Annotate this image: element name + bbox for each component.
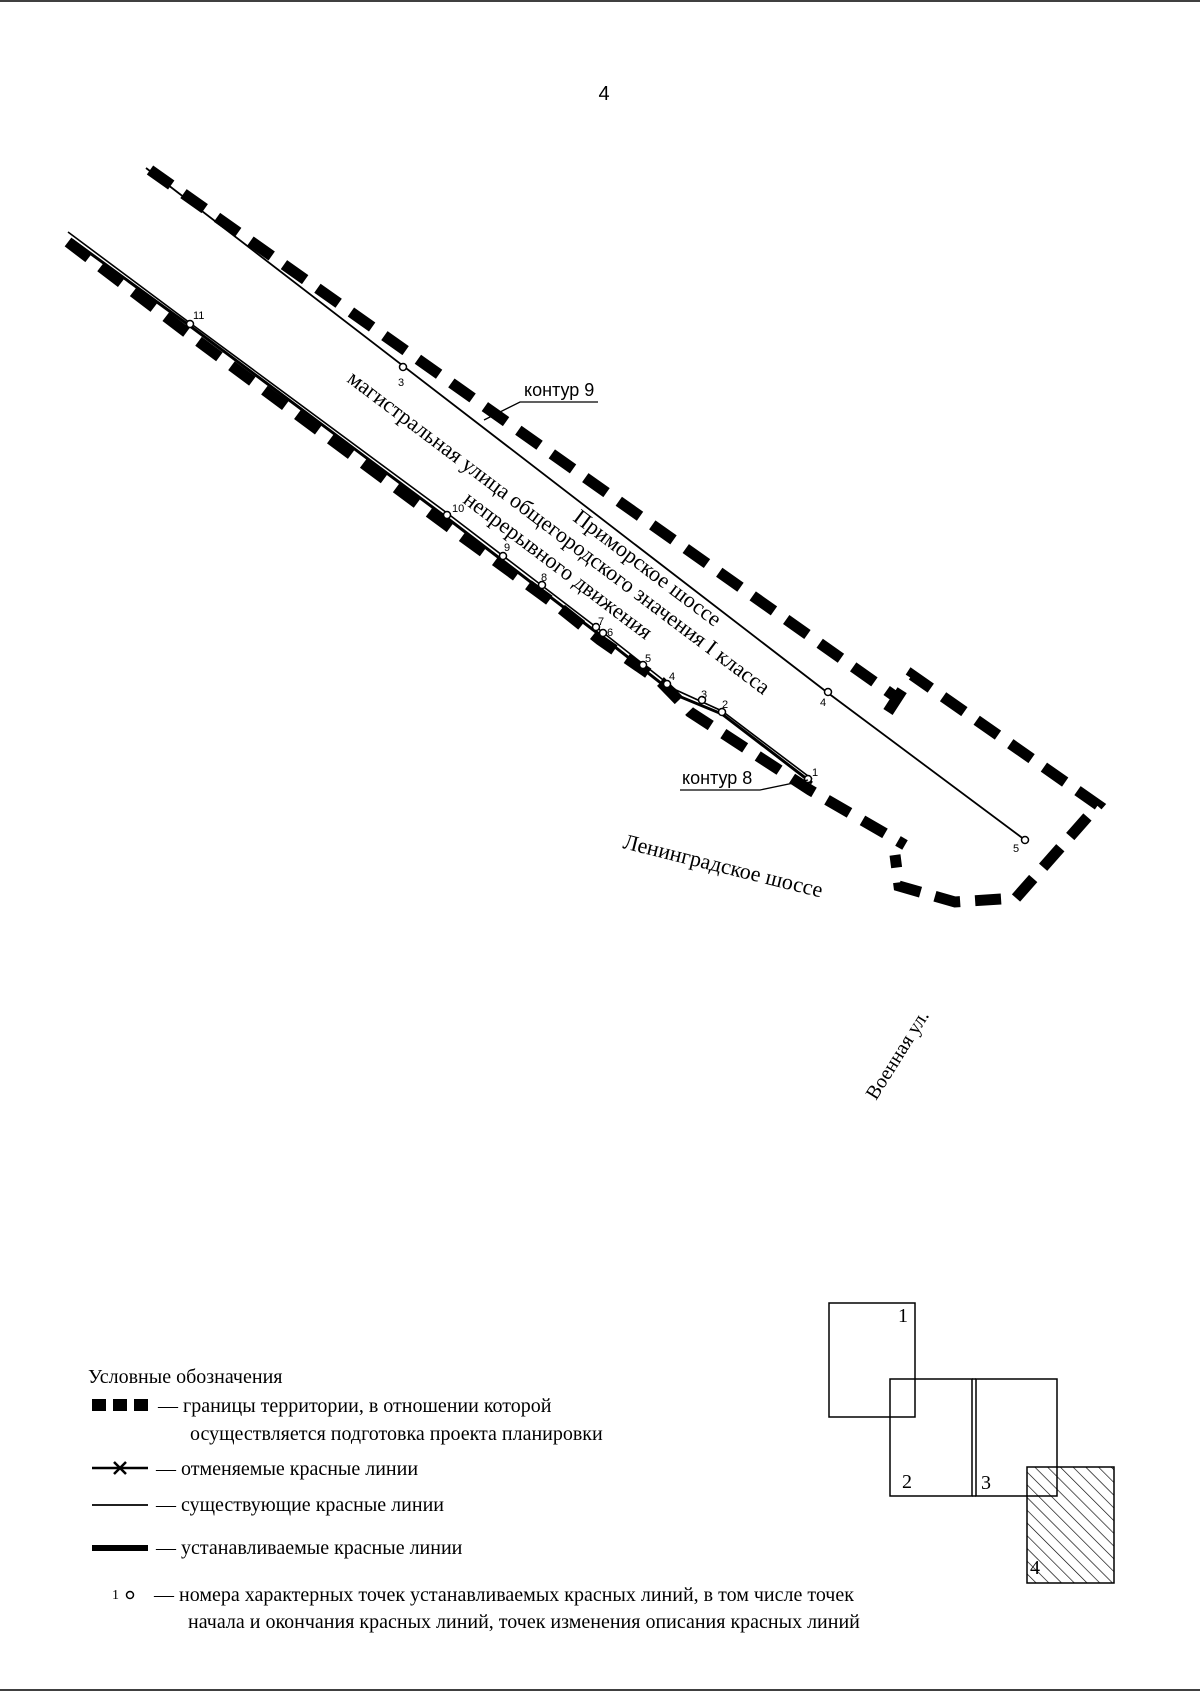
point-marker [1020, 835, 1030, 845]
legend-points-text-2: начала и окончания красных линий, точек … [188, 1611, 860, 1633]
contour-9-label: контур 9 [524, 380, 594, 400]
point-marker [717, 707, 727, 717]
point-label: 2 [722, 699, 728, 711]
point-label: 1 [812, 767, 818, 779]
point-marker [662, 679, 672, 689]
sheet-2-frame [889, 1378, 973, 1497]
point-label: 11 [193, 310, 204, 322]
point-marker [591, 622, 601, 632]
sheet-4-number: 4 [1030, 1557, 1040, 1579]
legend-boundary-symbol [113, 1399, 127, 1411]
point-marker [398, 362, 408, 372]
point-marker [442, 510, 452, 520]
street-label-leningradskoe: Ленинградское шоссе [621, 829, 826, 903]
contour-9-boundary [146, 165, 897, 700]
point-marker [803, 774, 813, 784]
legend-cancelled-text: — отменяемые красные линии [155, 1458, 418, 1480]
point-label: 5 [645, 653, 651, 665]
upper-line-points: 3 4 5 [398, 362, 1030, 855]
point-marker [697, 695, 707, 705]
sheet-1-frame [828, 1302, 916, 1418]
legend-cancelled-cross-icon [113, 1461, 127, 1475]
legend-boundary-symbol [134, 1399, 148, 1411]
legend-existing-text: — существующие красные линии [155, 1494, 444, 1516]
legend: Условные обозначения — границы территори… [88, 1366, 860, 1633]
legend-point-number: 1 [112, 1588, 119, 1603]
point-label: 4 [669, 671, 675, 683]
sheet-2-number: 2 [902, 1471, 912, 1493]
point-marker [638, 660, 648, 670]
street-label-magistral: магистральная улица общегородского значе… [343, 365, 775, 699]
point-marker [498, 551, 508, 561]
contour-8-label: контур 8 [682, 768, 752, 788]
contour-9-leader [483, 401, 598, 421]
east-territory-boundary [883, 667, 1107, 908]
point-marker [823, 687, 833, 697]
page-number: 4 [598, 83, 609, 105]
legend-point-symbol [125, 1590, 135, 1600]
street-label-voennaya: Военная ул. [862, 1006, 934, 1103]
contour-8-leader [680, 779, 809, 791]
sheet-3-number: 3 [981, 1472, 991, 1494]
point-label: 6 [607, 627, 613, 639]
point-label: 5 [1013, 843, 1019, 855]
point-label: 3 [398, 377, 404, 389]
lower-line-points: 11 10 9 8 7 6 5 4 3 2 1 [185, 310, 818, 784]
point-label: 3 [701, 689, 707, 701]
point-marker [598, 628, 608, 638]
sheet-index: 1 2 3 4 [828, 1302, 1115, 1584]
point-label: 7 [598, 616, 604, 628]
sheet-4-frame [1026, 1466, 1115, 1584]
legend-points-text-1: — номера характерных точек устанавливаем… [153, 1584, 854, 1606]
legend-boundary-text-2: осуществляется подготовка проекта планир… [190, 1423, 603, 1445]
legend-boundary-text-1: — границы территории, в отношении которо… [157, 1395, 552, 1417]
point-label: 9 [504, 542, 510, 554]
point-label: 8 [541, 572, 547, 584]
point-label: 10 [452, 503, 464, 515]
legend-established-text: — устанавливаемые красные линии [155, 1537, 463, 1559]
point-marker [185, 319, 195, 329]
sheet-3-frame [975, 1378, 1058, 1497]
contour-8-boundary [64, 237, 908, 850]
point-label: 4 [820, 697, 826, 709]
sheet-1-number: 1 [898, 1305, 908, 1327]
legend-boundary-symbol [92, 1399, 106, 1411]
point-marker [537, 580, 547, 590]
legend-title: Условные обозначения [88, 1366, 282, 1388]
